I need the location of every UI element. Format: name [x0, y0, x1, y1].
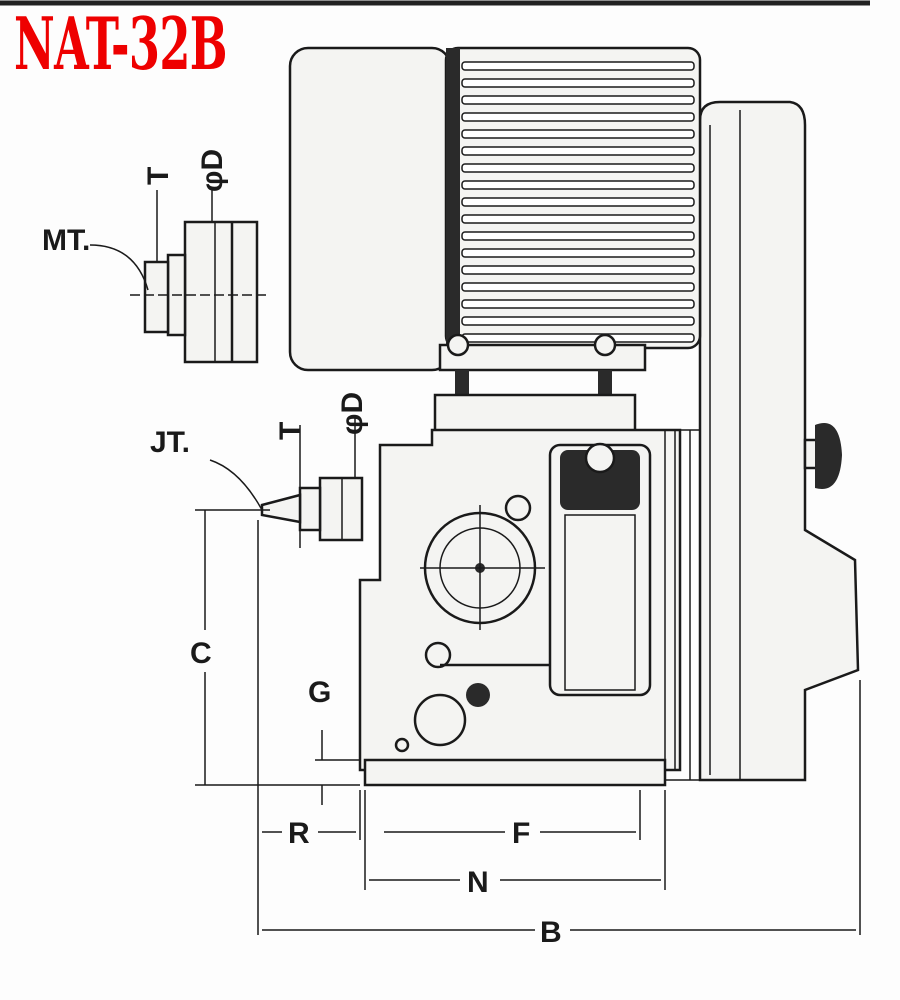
motor-fin — [461, 231, 695, 241]
jt-flange — [260, 476, 364, 542]
motor-fin — [461, 248, 695, 258]
motor-fin — [461, 299, 695, 309]
label-jt-d: φD — [336, 392, 369, 435]
label-n: N — [467, 866, 489, 899]
mt-flange-detail — [89, 190, 270, 364]
gear-cover-plate — [698, 100, 860, 782]
motor-fin — [461, 95, 695, 105]
label-b: B — [540, 916, 562, 949]
motor-fin — [461, 61, 695, 71]
motor-fin — [461, 282, 695, 292]
motor-fin — [461, 214, 695, 224]
pump-body — [358, 428, 701, 787]
model-title: NAT-32B — [14, 1, 227, 86]
motor-fin — [461, 265, 695, 275]
motor-fin — [461, 163, 695, 173]
motor-fin — [461, 333, 695, 343]
label-mt-t: T — [142, 167, 175, 185]
label-jt-t: T — [274, 422, 307, 440]
motor-fin — [461, 78, 695, 88]
label-mt-d: φD — [196, 149, 229, 192]
label-mt: MT. — [42, 224, 90, 257]
motor-fin — [461, 197, 695, 207]
motor-fin — [461, 146, 695, 156]
motor-fin — [461, 129, 695, 139]
motor-fin — [461, 180, 695, 190]
motor-mount — [433, 333, 647, 435]
knob — [803, 423, 842, 490]
motor-fin — [461, 316, 695, 326]
dimension-lines — [195, 415, 861, 935]
label-jt: JT. — [150, 426, 190, 459]
motor — [288, 46, 702, 372]
label-f: F — [512, 817, 530, 850]
motor-fin — [461, 112, 695, 122]
label-r: R — [288, 817, 310, 850]
label-g: G — [308, 676, 331, 709]
label-c: C — [190, 637, 212, 670]
